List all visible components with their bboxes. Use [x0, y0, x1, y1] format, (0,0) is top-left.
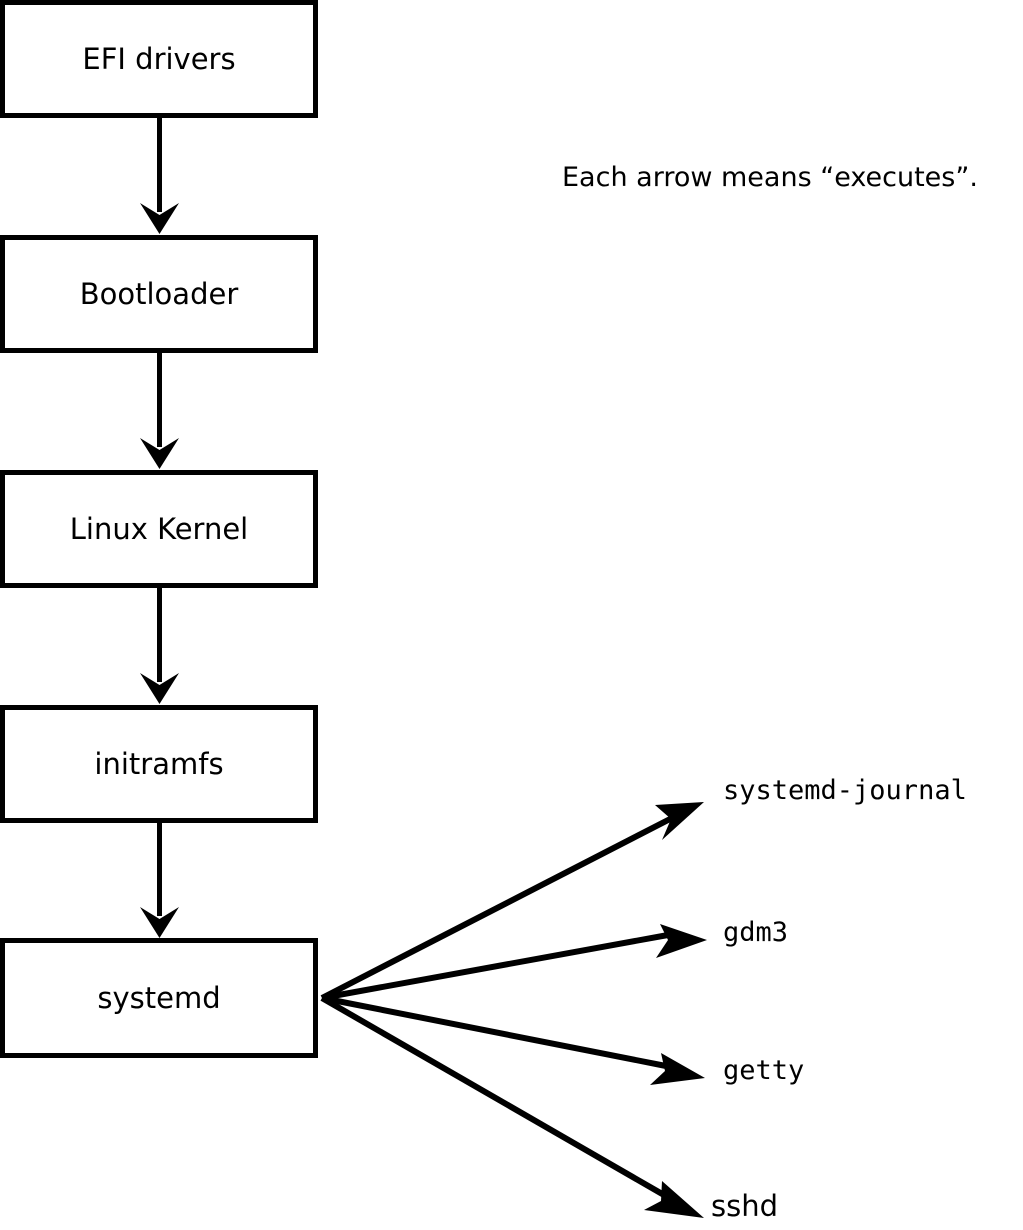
node-label-initramfs: initramfs — [94, 746, 224, 781]
node-label-bootloader: Bootloader — [79, 276, 239, 311]
node-label-systemd: systemd — [97, 980, 221, 1015]
leaf-label-gdm3: gdm3 — [723, 917, 789, 948]
leaf-label-systemd-journal: systemd-journal — [723, 775, 967, 806]
arrow-bootloader-to-kernel — [140, 353, 179, 469]
arrow-systemd-to-systemd-journal — [320, 802, 704, 1001]
leaf-label-getty: getty — [723, 1055, 805, 1086]
node-bootloader[interactable]: Bootloader — [0, 235, 318, 353]
arrow-systemd-to-gdm3 — [321, 924, 707, 1001]
arrow-systemd-to-sshd — [320, 995, 704, 1218]
node-label-linux-kernel: Linux Kernel — [69, 511, 249, 546]
node-initramfs[interactable]: initramfs — [0, 705, 318, 823]
arrow-initramfs-to-systemd — [140, 823, 179, 938]
arrow-systemd-to-getty — [321, 995, 705, 1085]
leaf-label-sshd: sshd — [711, 1189, 779, 1223]
node-linux-kernel[interactable]: Linux Kernel — [0, 470, 318, 588]
node-label-efi-drivers: EFI drivers — [82, 41, 236, 76]
arrow-kernel-to-initramfs — [140, 588, 179, 704]
node-systemd[interactable]: systemd — [0, 938, 318, 1058]
arrow-efi-to-bootloader — [140, 118, 179, 234]
node-efi-drivers[interactable]: EFI drivers — [0, 0, 318, 118]
diagram-caption: Each arrow means “executes”. — [562, 162, 978, 193]
